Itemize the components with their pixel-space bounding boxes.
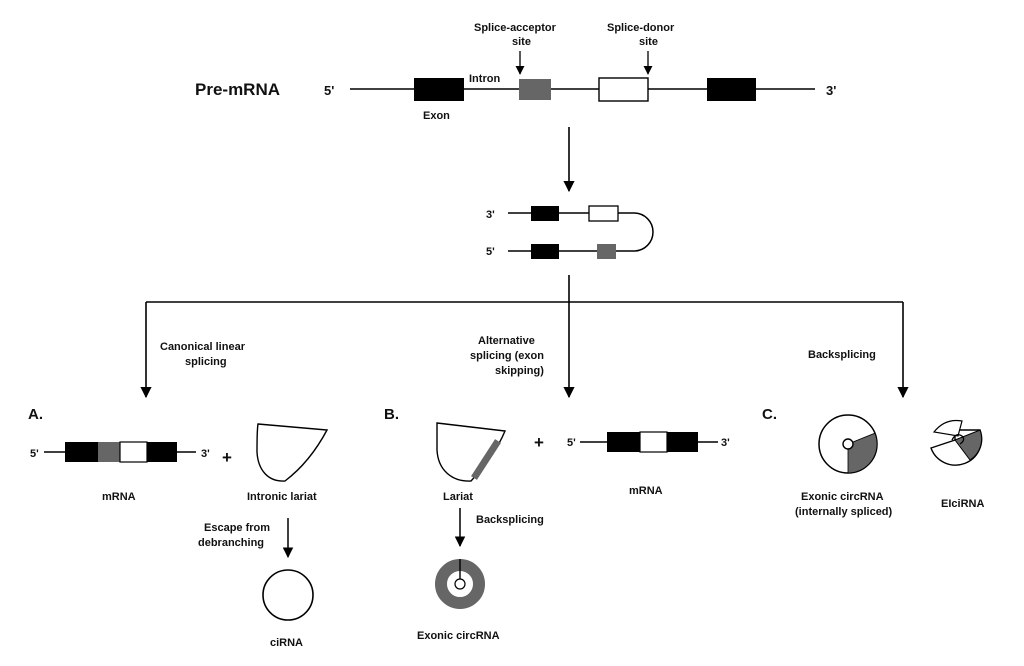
exon-label: Exon: [423, 110, 450, 122]
a-mrna-exon-1: [65, 442, 98, 462]
premrna-exon-1: [414, 78, 464, 101]
alternative-label-2: splicing (exon: [470, 350, 544, 362]
section-b: B. + 5' 3' mRNA Lariat Backsplicing Exon…: [384, 406, 730, 642]
splice-donor-site-label: site: [639, 36, 658, 48]
b-mrna-label: mRNA: [629, 485, 663, 497]
splice-acceptor-label: Splice-acceptor: [474, 22, 557, 34]
loop-white-exon: [588, 205, 619, 222]
a-escape-label-1: Escape from: [204, 522, 270, 534]
a-mrna-grey-exon: [98, 442, 120, 462]
premrna-title: Pre-mRNA: [195, 80, 280, 99]
a-escape-label-2: debranching: [198, 537, 264, 549]
section-a: A. 5' 3' + mRNA Intronic lariat Escape f…: [28, 406, 329, 649]
b-mrna-three-prime: 3': [721, 437, 730, 449]
b-lariat-label: Lariat: [443, 491, 473, 503]
b-mrna-exon-1: [607, 432, 640, 452]
splice-donor-label: Splice-donor: [607, 22, 675, 34]
a-mrna-five-prime: 5': [30, 448, 39, 460]
a-mrna-three-prime: 3': [201, 448, 210, 460]
premrna-five-prime: 5': [324, 83, 334, 98]
premrna-section: Pre-mRNA 5' 3' Exon Intron Splice-accept…: [195, 22, 836, 122]
canonical-label-2: splicing: [185, 356, 227, 368]
intron-label: Intron: [469, 73, 500, 85]
section-b-letter: B.: [384, 406, 399, 423]
alternative-label-3: skipping): [495, 365, 544, 377]
backsplicing-branch-label: Backsplicing: [808, 349, 876, 361]
b-circrna-hole: [454, 578, 466, 590]
c-circrna-center: [842, 438, 854, 450]
premrna-three-prime: 3': [826, 83, 836, 98]
splice-acceptor-site-label: site: [512, 36, 531, 48]
premrna-white-exon: [598, 77, 649, 102]
loop-three-prime: 3': [486, 209, 495, 221]
b-mrna-white-exon: [639, 431, 668, 453]
loop-bend: [633, 212, 654, 252]
b-circrna-label: Exonic circRNA: [417, 630, 500, 642]
b-mrna-exon-2: [667, 432, 698, 452]
b-lariat-grey-segment: [471, 439, 501, 480]
a-mrna-label: mRNA: [102, 491, 136, 503]
premrna-grey-exon: [519, 79, 551, 100]
a-intronic-lariat: [256, 423, 329, 482]
premrna-exon-2: [707, 78, 756, 101]
a-cirna-label: ciRNA: [270, 637, 303, 649]
a-mrna-exon-2: [147, 442, 177, 462]
loop-exon-top: [531, 206, 559, 221]
c-circrna-label-2: (internally spliced): [795, 506, 893, 518]
b-backsplicing-label: Backsplicing: [476, 514, 544, 526]
a-cirna-circle: [262, 569, 314, 621]
looped-intermediate: 3' 5': [486, 205, 654, 259]
branch-lines: Canonical linear splicing Alternative sp…: [140, 275, 909, 399]
section-c: C. Exonic circRNA (internally spliced) E…: [762, 406, 984, 518]
a-plus: +: [222, 448, 232, 467]
c-circrna-label-1: Exonic circRNA: [801, 491, 884, 503]
loop-five-prime: 5': [486, 246, 495, 258]
a-lariat-label: Intronic lariat: [247, 491, 317, 503]
c-eicirna-grey: [954, 429, 983, 461]
loop-exon-bottom: [531, 244, 559, 259]
section-c-letter: C.: [762, 406, 777, 423]
alternative-label-1: Alternative: [478, 335, 535, 347]
section-a-letter: A.: [28, 406, 43, 423]
b-plus: +: [534, 433, 544, 452]
c-eicirna-top: [932, 419, 963, 437]
b-mrna-five-prime: 5': [567, 437, 576, 449]
c-circrna-grey-sector: [847, 432, 878, 474]
c-eicirna-intron-retained: [951, 434, 965, 445]
c-eicirna-label: EIciRNA: [941, 498, 984, 510]
canonical-label-1: Canonical linear: [160, 341, 246, 353]
a-mrna-white-exon: [119, 441, 148, 463]
loop-grey-exon: [597, 244, 616, 259]
